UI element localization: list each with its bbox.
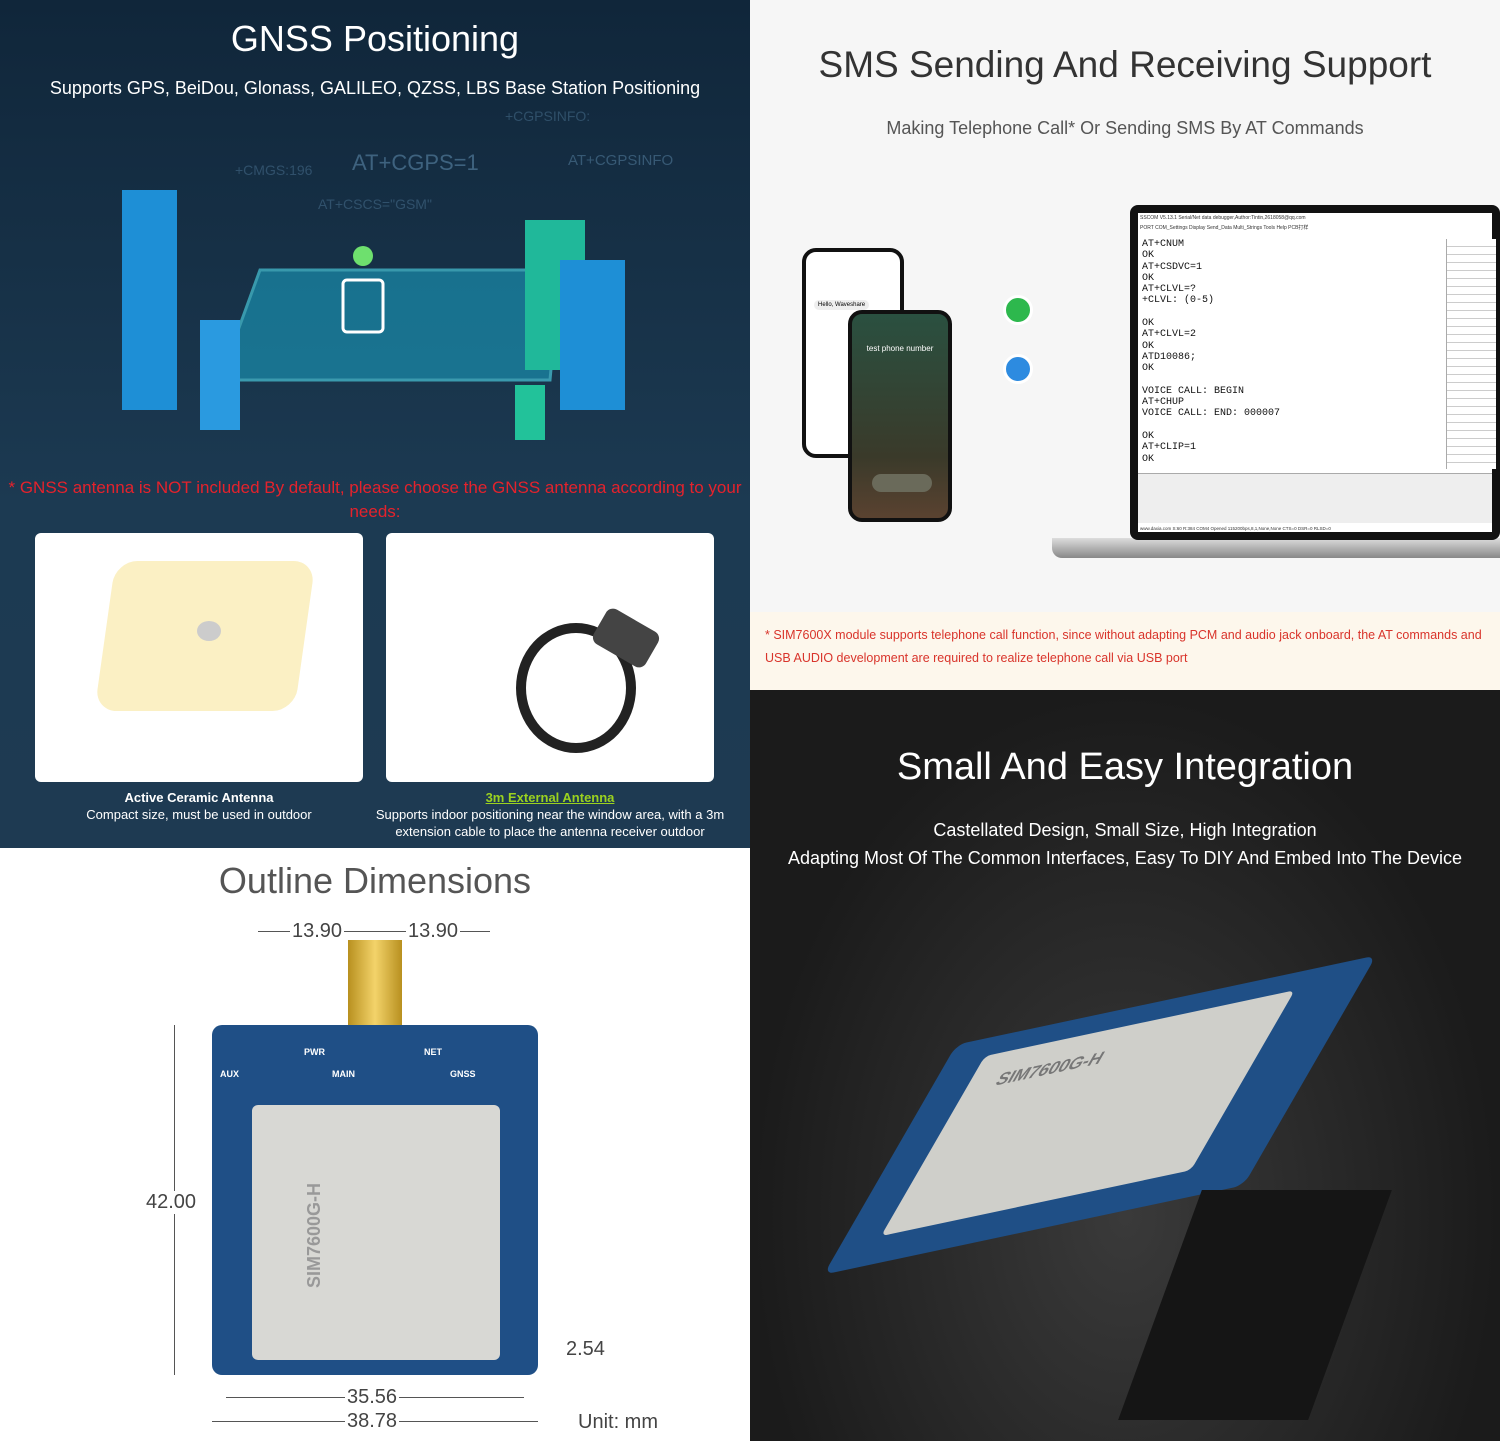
gnss-title: GNSS Positioning (230, 18, 520, 59)
sim-module: SIM7600G-H (252, 1105, 500, 1360)
antenna-name: Active Ceramic Antenna (124, 790, 274, 805)
bg-command: +CMGS:196 (235, 162, 313, 178)
label-aux: AUX (220, 1069, 240, 1079)
external-antenna-caption: 3m External Antenna Supports indoor posi… (370, 789, 730, 840)
label-gnss: GNSS (450, 1069, 476, 1079)
sms-subtitle: Making Telephone Call* Or Sending SMS By… (886, 118, 1364, 138)
dim-outer-width: 38.78 (345, 1410, 400, 1433)
terminal-window: SSCOM V5.13.1 Serial/Net data debugger,A… (1130, 205, 1500, 540)
dim-top-right: 13.90 (406, 920, 461, 943)
bg-command: AT+CGPSINFO (568, 152, 674, 169)
message-icon (1003, 295, 1033, 325)
city-illustration (122, 190, 625, 440)
terminal-title: SSCOM V5.13.1 Serial/Net data debugger,A… (1140, 215, 1306, 221)
antenna-desc: Compact size, must be used in outdoor (86, 807, 312, 822)
caller-text: test phone number (866, 344, 934, 353)
sms-title: SMS Sending And Receiving Support (818, 44, 1432, 85)
integration-section: Small And Easy Integration Castellated D… (750, 690, 1500, 1441)
chip-label: SIM7600G-H (304, 1182, 325, 1289)
dimensions-section: Outline Dimensions 13.90 13.90 42.00 2.5… (0, 848, 750, 1441)
antenna-name[interactable]: 3m External Antenna (485, 790, 615, 805)
pin-header (1118, 1190, 1392, 1420)
antenna-desc: Supports indoor positioning near the win… (375, 807, 725, 839)
sms-section: SMS Sending And Receiving Support Making… (750, 0, 1500, 690)
external-antenna-image (386, 533, 714, 782)
terminal-output: AT+CNUM OK AT+CSDVC=1 OK AT+CLVL=? +CLVL… (1142, 239, 1281, 465)
antenna-warning: * GNSS antenna is NOT included By defaul… (8, 478, 742, 521)
ceramic-antenna-caption: Active Ceramic Antenna Compact size, mus… (19, 789, 379, 823)
label-net: NET (424, 1047, 442, 1057)
integration-line2: Adapting Most Of The Common Interfaces, … (787, 848, 1462, 868)
phone-icon (1003, 354, 1033, 384)
bg-command: +CGPSINFO: (505, 108, 591, 124)
ceramic-antenna-image (35, 533, 363, 782)
label-main: MAIN (332, 1069, 355, 1079)
terminal-status: www.daxia.com S:60 R:384 COM4 Opened 115… (1140, 526, 1331, 531)
call-note: * SIM7600X module supports telephone cal… (750, 612, 1500, 690)
gnss-section: GNSS Positioning Supports GPS, BeiDou, G… (0, 0, 750, 848)
message-bubble: Hello, Waveshare (814, 300, 870, 310)
sma-connector (348, 940, 402, 1030)
dim-top-left: 13.90 (290, 920, 345, 943)
dim-height: 42.00 (146, 1191, 197, 1214)
phone-call: test phone number (848, 310, 952, 522)
bg-command: AT+CGPS=1 (352, 150, 479, 175)
bg-command: AT+CSCS="GSM" (318, 196, 432, 212)
integration-line1: Castellated Design, Small Size, High Int… (933, 820, 1317, 840)
dim-inner-width: 35.56 (345, 1386, 400, 1409)
dim-pitch: 2.54 (566, 1338, 605, 1360)
chip-label: SIM7600G-H (991, 1047, 1109, 1090)
unit-label: Unit: mm (578, 1411, 658, 1433)
integration-title: Small And Easy Integration (896, 746, 1354, 788)
gnss-subtitle: Supports GPS, BeiDou, Glonass, GALILEO, … (49, 78, 701, 98)
module-board: AUX MAIN GNSS PWR NET SIM7600G-H (212, 1025, 538, 1375)
label-pwr: PWR (304, 1047, 325, 1057)
terminal-menu: PORT COM_Settings Display Send_Data Mult… (1140, 225, 1309, 231)
multi-strings-panel (1446, 239, 1496, 469)
terminal-controls (1138, 473, 1492, 523)
dimensions-title: Outline Dimensions (218, 860, 532, 901)
laptop-base (1052, 538, 1500, 558)
